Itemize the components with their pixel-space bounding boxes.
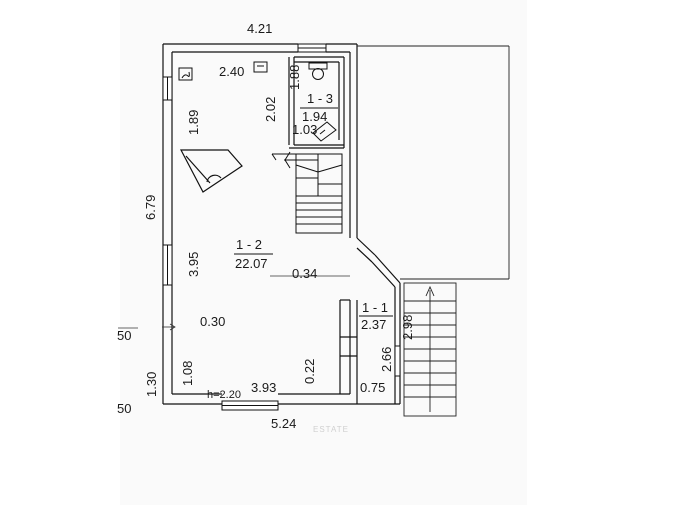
exterior-staircase (403, 282, 457, 417)
dim-inner-offset: 0.34 (292, 266, 317, 281)
room-id-1-2: 1 - 2 (236, 237, 262, 252)
dim-door-offset: 0.22 (302, 359, 317, 384)
window-upper-left (162, 76, 173, 101)
dim-bath-sub: 1.03 (292, 122, 317, 137)
dim-upper-left-wall: 1.89 (186, 110, 201, 135)
room-area-1-2: 22.07 (235, 256, 268, 271)
left-margin (0, 0, 120, 505)
stove-icon (178, 67, 193, 81)
dim-lower-left-wall: 3.95 (186, 252, 201, 277)
dim-bottom-left-wall: 1.08 (180, 361, 195, 386)
dim-stub-bottom: 50 (117, 401, 131, 416)
room-label-1-1: 1 - 1 2.37 (359, 300, 393, 332)
dim-kitchen-height: 2.02 (263, 97, 278, 122)
dim-bottom-inner: 3.93 (251, 380, 276, 395)
room-label-1-3: 1 - 3 1.94 (300, 91, 338, 124)
room-id-1-3: 1 - 3 (307, 91, 333, 106)
dim-bath-height: 1.88 (287, 65, 302, 90)
dimension-lines (118, 275, 350, 331)
room-id-1-1: 1 - 1 (362, 300, 388, 315)
dim-entry-width: 0.75 (360, 380, 385, 395)
watermark: ESTATE (313, 425, 349, 434)
terrace-outline (357, 45, 510, 280)
toilet-icon (308, 62, 328, 80)
room-area-1-1: 2.37 (361, 317, 386, 332)
floor-plan-sheet (120, 0, 527, 505)
window-bottom (221, 400, 279, 411)
dim-left-height: 6.79 (143, 195, 158, 220)
window-top-bath (297, 43, 327, 53)
room-area-1-3: 1.94 (302, 109, 327, 124)
dim-entry-height: 2.66 (379, 347, 394, 372)
outer-walls (162, 43, 400, 405)
dim-kitchen-width: 2.40 (219, 64, 244, 79)
right-margin (527, 0, 677, 505)
dim-bottom-width: 5.24 (271, 416, 296, 431)
dim-outer-left: 1.30 (144, 372, 159, 397)
fireplace-icon (180, 149, 243, 193)
window-lower-left (162, 244, 173, 286)
entry-window (394, 345, 401, 377)
dim-stair-len: 2.98 (400, 315, 415, 340)
dim-door-height: h=2.20 (207, 389, 241, 401)
dim-stub-top: 50 (117, 328, 131, 343)
dim-window-offset: 0.30 (200, 314, 225, 329)
sink-icon (253, 61, 268, 73)
bathroom-partitions (288, 56, 345, 149)
interior-staircase (271, 151, 343, 234)
bath-sink-icon (312, 121, 337, 142)
dim-top-width: 4.21 (247, 21, 272, 36)
room-label-1-2: 1 - 2 22.07 (234, 237, 273, 271)
